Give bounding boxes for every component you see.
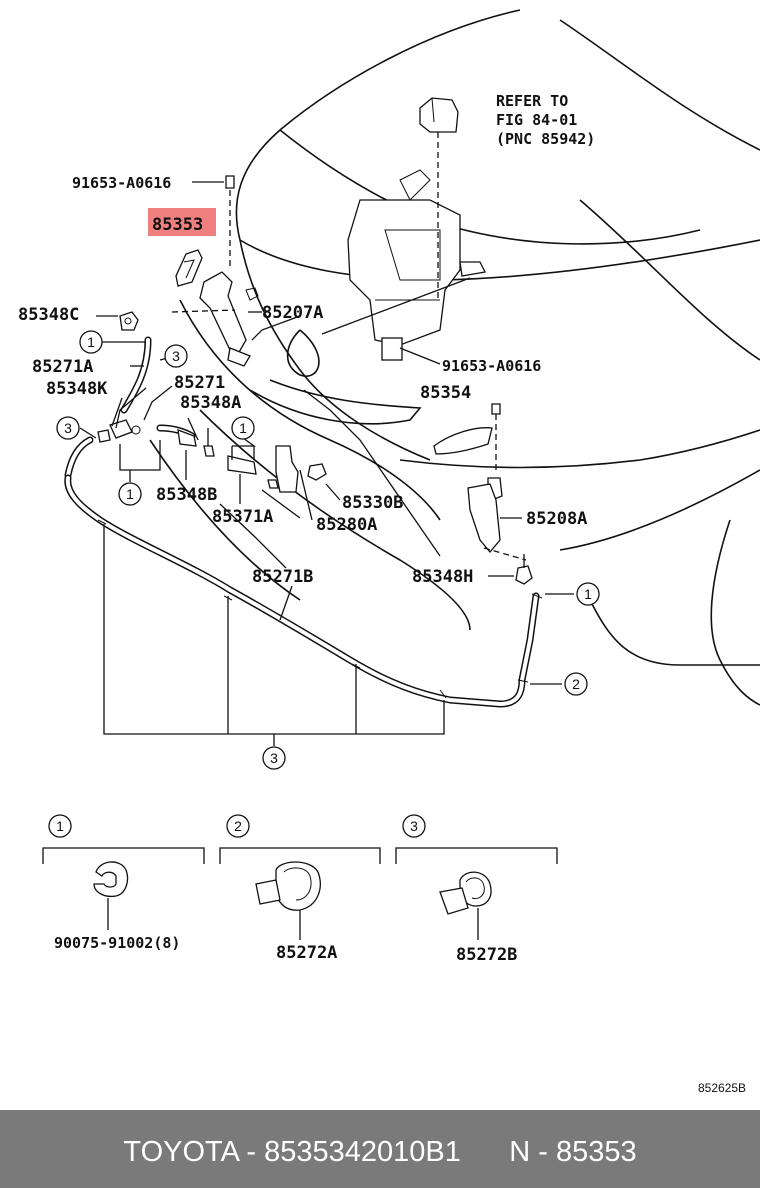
highlight-box (148, 208, 216, 236)
clip-icon (93, 861, 129, 898)
label-85280a: 85280A (316, 515, 377, 535)
callout-1-d: 1 (576, 582, 600, 606)
label-85348c: 85348C (18, 305, 79, 325)
label-85371a: 85371A (212, 507, 273, 527)
label-85348k: 85348K (46, 379, 108, 399)
label-85330b: 85330B (342, 493, 403, 513)
label-85207a: 85207A (262, 303, 323, 323)
svg-text:2: 2 (572, 676, 580, 692)
svg-text:1: 1 (56, 818, 64, 834)
label-85354: 85354 (420, 383, 471, 403)
label-85271a: 85271A (32, 357, 93, 377)
legend-part-1: 90075-91002(8) (54, 934, 180, 952)
nozzle-85207a (171, 271, 262, 367)
footer-text: TOYOTA - 8535342010B1 N - 85353 (123, 1136, 637, 1168)
label-85271b: 85271B (252, 567, 313, 587)
label-bolt-right: 91653-A0616 (442, 357, 541, 375)
svg-text:3: 3 (410, 818, 418, 834)
bracket-85354 (433, 403, 501, 470)
label-85348b: 85348B (156, 485, 217, 505)
callout-3-b: 3 (56, 416, 80, 440)
bracket-85348h (488, 565, 533, 585)
svg-text:3: 3 (172, 348, 180, 364)
label-85348h: 85348H (412, 567, 473, 587)
legend-item-2: 2 85272A (219, 814, 381, 963)
legend-item-3: 3 85272B (395, 814, 558, 965)
label-85208a: 85208A (526, 509, 587, 529)
washer-tank (347, 169, 486, 361)
svg-text:1: 1 (239, 420, 247, 436)
bracket-85348c (96, 311, 139, 331)
legend-part-3: 85272B (456, 945, 517, 965)
footer-bar: TOYOTA - 8535342010B1 N - 85353 (0, 1110, 760, 1188)
callout-2-a: 2 (564, 672, 588, 696)
callout-1-b: 1 (231, 416, 255, 440)
clamp-icon (275, 861, 321, 911)
parts-diagram: REFER TO FIG 84-01 (PNC 85942) 91653-A06… (18, 9, 760, 1095)
bolt-91653-top (192, 175, 235, 270)
ref-line-3: (PNC 85942) (496, 130, 595, 148)
ref-line-1: REFER TO (496, 92, 568, 110)
callout-1-c: 1 (118, 482, 142, 506)
callout-3-a: 3 (164, 344, 188, 368)
callout-3-c: 3 (262, 746, 286, 770)
svg-text:3: 3 (270, 750, 278, 766)
svg-text:3: 3 (64, 420, 72, 436)
ref-line-2: FIG 84-01 (496, 111, 577, 129)
nozzle-85208a (467, 477, 527, 561)
vehicle-body-outline (149, 9, 760, 706)
diagram-code: 852625B (698, 1081, 746, 1095)
label-85348a: 85348A (180, 393, 241, 413)
legend-part-2: 85272A (276, 943, 337, 963)
joint-parts (177, 429, 341, 521)
label-85271: 85271 (174, 373, 225, 393)
svg-text:1: 1 (584, 586, 592, 602)
legend-item-1: 1 90075-91002(8) (42, 814, 205, 952)
gasket-85353 (175, 249, 203, 287)
reservoir-cap (419, 97, 459, 300)
svg-text:1: 1 (87, 334, 95, 350)
label-85353: 85353 (152, 215, 203, 235)
leader-lines (79, 277, 574, 746)
svg-text:2: 2 (234, 818, 242, 834)
callout-1-a: 1 (79, 330, 103, 354)
label-bolt-top: 91653-A0616 (72, 174, 171, 192)
svg-text:1: 1 (126, 486, 134, 502)
